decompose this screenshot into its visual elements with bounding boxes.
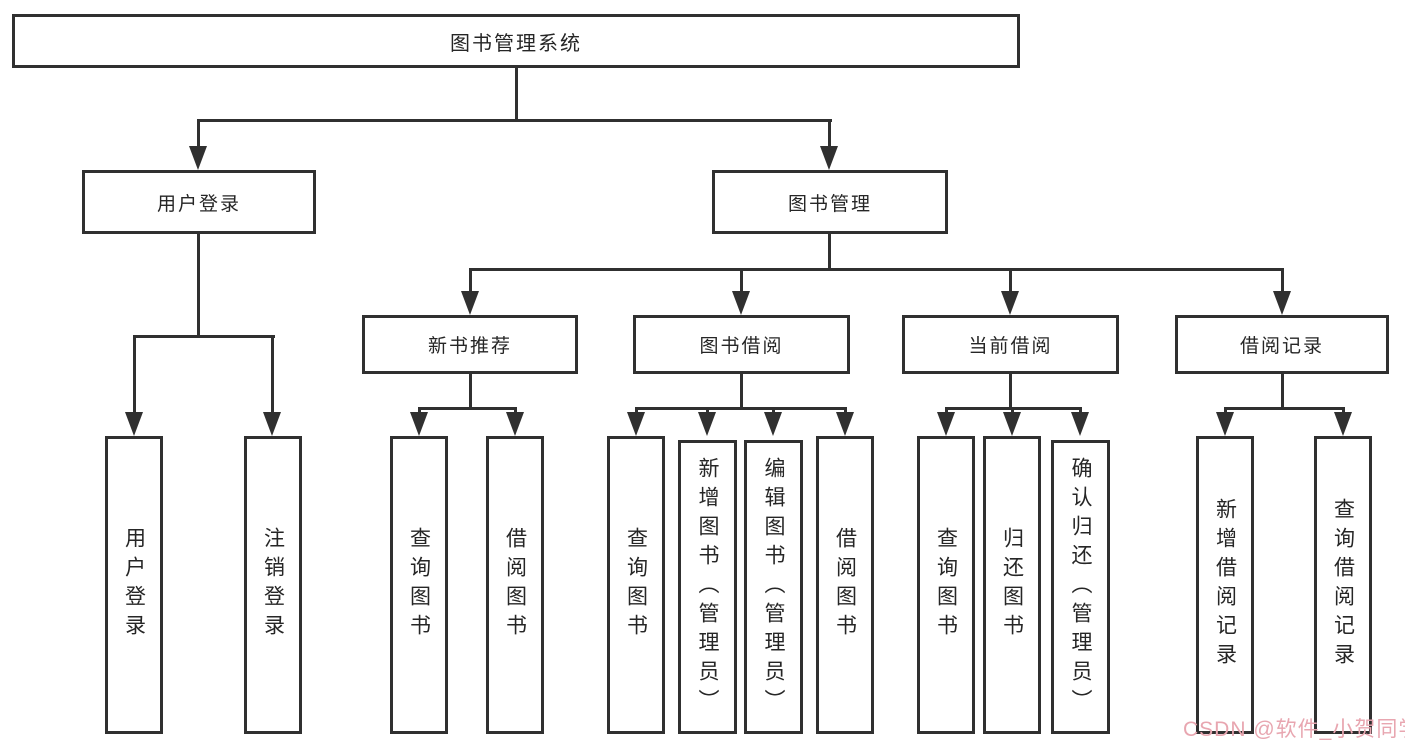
arrow-head: [263, 412, 281, 436]
leaf-borrow-query-book-label: 查询图书: [624, 527, 648, 643]
watermark-text: CSDN @软件_小贺同学: [1183, 718, 1405, 741]
leaf-user-login: 用户登录: [105, 436, 163, 734]
leaf-confirm-return-admin: 确认归还（管理员）: [1051, 440, 1110, 734]
connector-line: [1079, 407, 1082, 415]
node-root: 图书管理系统: [12, 14, 1020, 68]
arrow-head: [698, 412, 716, 436]
node-book-borrow-label: 图书借阅: [699, 336, 784, 357]
connector-line: [1009, 268, 1012, 294]
connector-line: [514, 407, 517, 415]
arrow-head: [627, 412, 645, 436]
leaf-add-borrow-record: 新增借阅记录: [1196, 436, 1254, 734]
connector-line: [772, 407, 775, 415]
leaf-current-query-book-label: 查询图书: [934, 527, 958, 643]
connector-line: [133, 335, 275, 338]
connector-line: [515, 67, 518, 120]
connector-line: [945, 407, 948, 415]
leaf-logout-label: 注销登录: [261, 527, 285, 643]
connector-line: [1009, 374, 1012, 410]
arrow-head: [764, 412, 782, 436]
arrow-head: [1001, 291, 1019, 315]
leaf-add-borrow-record-label: 新增借阅记录: [1213, 498, 1237, 672]
connector-line: [1281, 374, 1284, 410]
leaf-recommend-query-book: 查询图书: [390, 436, 448, 734]
leaf-logout: 注销登录: [244, 436, 302, 734]
connector-line: [828, 234, 831, 271]
leaf-user-login-label: 用户登录: [122, 527, 146, 643]
connector-line: [418, 407, 421, 415]
node-book-management: 图书管理: [712, 170, 948, 234]
connector-line: [1011, 407, 1014, 415]
node-book-management-label: 图书管理: [787, 193, 872, 215]
leaf-add-book-admin-label: 新增图书（管理员）: [696, 456, 719, 718]
node-borrow-records: 借阅记录: [1175, 315, 1389, 374]
node-user-login: 用户登录: [82, 170, 316, 234]
leaf-return-book: 归还图书: [983, 436, 1041, 734]
arrow-head: [732, 291, 750, 315]
connector-line: [197, 119, 832, 122]
node-current-borrow: 当前借阅: [902, 315, 1119, 374]
leaf-current-query-book: 查询图书: [917, 436, 975, 734]
leaf-recommend-query-book-label: 查询图书: [407, 527, 431, 643]
leaf-edit-book-admin-label: 编辑图书（管理员）: [762, 456, 785, 718]
leaf-add-book-admin: 新增图书（管理员）: [678, 440, 737, 734]
connector-line: [1342, 407, 1345, 415]
leaf-recommend-borrow-book: 借阅图书: [486, 436, 544, 734]
arrow-head: [1273, 291, 1291, 315]
connector-line: [1281, 268, 1284, 294]
connector-line: [469, 374, 472, 410]
connector-line: [133, 335, 136, 415]
connector-line: [197, 234, 200, 337]
connector-line: [706, 407, 709, 415]
node-new-book-recommend-label: 新书推荐: [427, 336, 512, 357]
leaf-borrow-book-label: 借阅图书: [833, 527, 857, 643]
connector-line: [271, 335, 274, 415]
arrow-head: [506, 412, 524, 436]
arrow-head: [1003, 412, 1021, 436]
node-user-login-label: 用户登录: [156, 193, 241, 215]
connector-line: [1224, 407, 1227, 415]
connector-line: [828, 119, 831, 152]
connector-line: [844, 407, 847, 415]
connector-line: [469, 268, 1283, 271]
arrow-head: [1216, 412, 1234, 436]
connector-line: [635, 407, 638, 415]
node-book-borrow: 图书借阅: [633, 315, 850, 374]
connector-line: [740, 374, 743, 410]
connector-line: [635, 407, 846, 410]
leaf-borrow-book: 借阅图书: [816, 436, 874, 734]
node-borrow-records-label: 借阅记录: [1239, 336, 1324, 357]
connector-line: [740, 268, 743, 294]
arrow-head: [937, 412, 955, 436]
arrow-head: [836, 412, 854, 436]
leaf-query-borrow-record: 查询借阅记录: [1314, 436, 1372, 734]
leaf-borrow-query-book: 查询图书: [607, 436, 665, 734]
leaf-edit-book-admin: 编辑图书（管理员）: [744, 440, 803, 734]
leaf-return-book-label: 归还图书: [1000, 527, 1024, 643]
connector-line: [197, 119, 200, 152]
connector-line: [469, 268, 472, 294]
arrow-head: [189, 146, 207, 170]
connector-line: [418, 407, 517, 410]
arrow-head: [1071, 412, 1089, 436]
leaf-query-borrow-record-label: 查询借阅记录: [1331, 498, 1355, 672]
connector-line: [1224, 407, 1345, 410]
arrow-head: [1334, 412, 1352, 436]
node-current-borrow-label: 当前借阅: [968, 336, 1053, 357]
node-new-book-recommend: 新书推荐: [362, 315, 578, 374]
arrow-head: [820, 146, 838, 170]
leaf-recommend-borrow-book-label: 借阅图书: [503, 527, 527, 643]
arrow-head: [125, 412, 143, 436]
arrow-head: [461, 291, 479, 315]
leaf-confirm-return-admin-label: 确认归还（管理员）: [1069, 456, 1092, 718]
node-root-label: 图书管理系统: [450, 32, 582, 55]
arrow-head: [410, 412, 428, 436]
